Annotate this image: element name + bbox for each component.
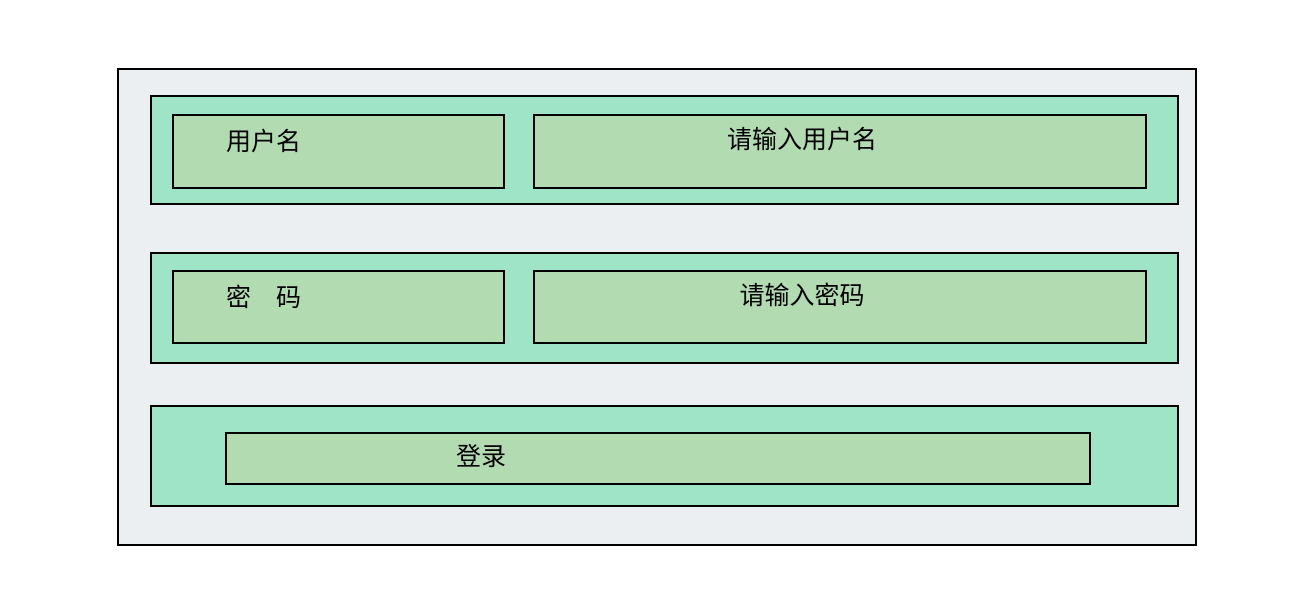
password-label-box: 密 码 bbox=[172, 270, 505, 344]
username-label-box: 用户名 bbox=[172, 114, 505, 189]
password-input-placeholder: 请输入密码 bbox=[739, 281, 865, 310]
form-row-username: 用户名 请输入用户名 bbox=[150, 95, 1179, 205]
login-button[interactable]: 登录 bbox=[225, 432, 1091, 485]
form-row-password: 密 码 请输入密码 bbox=[150, 252, 1179, 364]
login-button-label: 登录 bbox=[455, 442, 506, 471]
password-label: 密 码 bbox=[226, 283, 302, 312]
username-input[interactable]: 请输入用户名 bbox=[533, 114, 1147, 189]
form-row-submit: 登录 bbox=[150, 405, 1179, 507]
login-form-container: 用户名 请输入用户名 密 码 请输入密码 登录 bbox=[117, 68, 1197, 546]
password-input[interactable]: 请输入密码 bbox=[533, 270, 1147, 344]
username-input-placeholder: 请输入用户名 bbox=[726, 125, 877, 154]
username-label: 用户名 bbox=[226, 127, 302, 156]
